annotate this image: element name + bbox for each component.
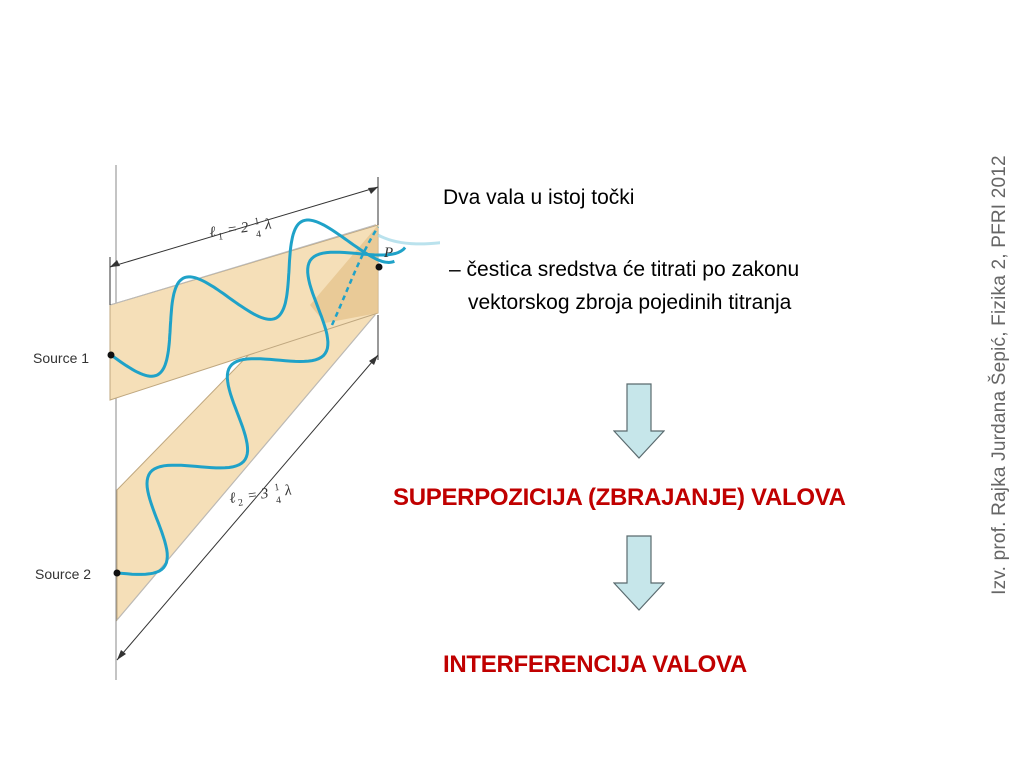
dashed-wave (330, 226, 380, 326)
source-1-label: Source 1 (33, 350, 89, 366)
source-2-dot (113, 569, 121, 577)
l1-lambda: λ (263, 216, 273, 233)
point-p-label: P (383, 245, 393, 261)
bullet-line-2: vektorskog zbroja pojedinih titranja (468, 291, 792, 314)
wave-source-2 (116, 246, 407, 576)
bullet-line-1: – čestica sredstva će titrati po zakonu (449, 258, 800, 281)
l1-frac-den: 4 (255, 229, 261, 241)
l2-subscript: 2 (237, 497, 243, 509)
dimension-arrow-l1-left (110, 260, 120, 267)
source-1-dot (107, 351, 115, 359)
interference-diagram: ℓ 1 = 2 1 4 λ ℓ 2 = 3 1 4 λ P Source 1 S… (33, 165, 440, 680)
l1-frac-num: 1 (254, 216, 260, 228)
down-arrow-1 (613, 383, 665, 459)
author-credit: Izv. prof. Rajka Jurdana Šepić, Fizika 2… (989, 155, 1010, 595)
dimension-arrow-l2-left (117, 650, 126, 660)
dimension-arrow-l2-right (369, 355, 378, 365)
l1-equals: = 2 (226, 220, 250, 239)
credit-container: Izv. prof. Rajka Jurdana Šepić, Fizika 2… (980, 130, 1020, 620)
l2-frac-den: 4 (275, 495, 281, 507)
l2-equals: = 3 (246, 486, 269, 505)
interference-title: INTERFERENCIJA VALOVA (443, 651, 747, 678)
l2-symbol: ℓ (228, 490, 236, 507)
l2-label: ℓ 2 = 3 1 4 λ (228, 482, 293, 509)
l1-label: ℓ 1 = 2 1 4 λ (208, 216, 273, 243)
heading-text: Dva vala u istoj točki (443, 186, 635, 209)
l2-lambda: λ (283, 482, 293, 499)
guide-line-upper (109, 224, 376, 306)
down-arrow-2 (613, 535, 665, 611)
superposition-title: SUPERPOZICIJA (ZBRAJANJE) VALOVA (393, 484, 846, 511)
point-p-dot (375, 263, 383, 271)
dimension-line-l2 (116, 354, 379, 661)
dimension-line-l1 (109, 186, 379, 268)
wave-source-1 (110, 218, 395, 378)
l1-subscript: 1 (217, 231, 223, 243)
faint-wave (377, 233, 440, 246)
source-2-label: Source 2 (35, 566, 91, 582)
l2-frac-num: 1 (274, 482, 280, 494)
l1-symbol: ℓ (208, 224, 216, 241)
dimension-arrow-l1-right (368, 187, 378, 194)
